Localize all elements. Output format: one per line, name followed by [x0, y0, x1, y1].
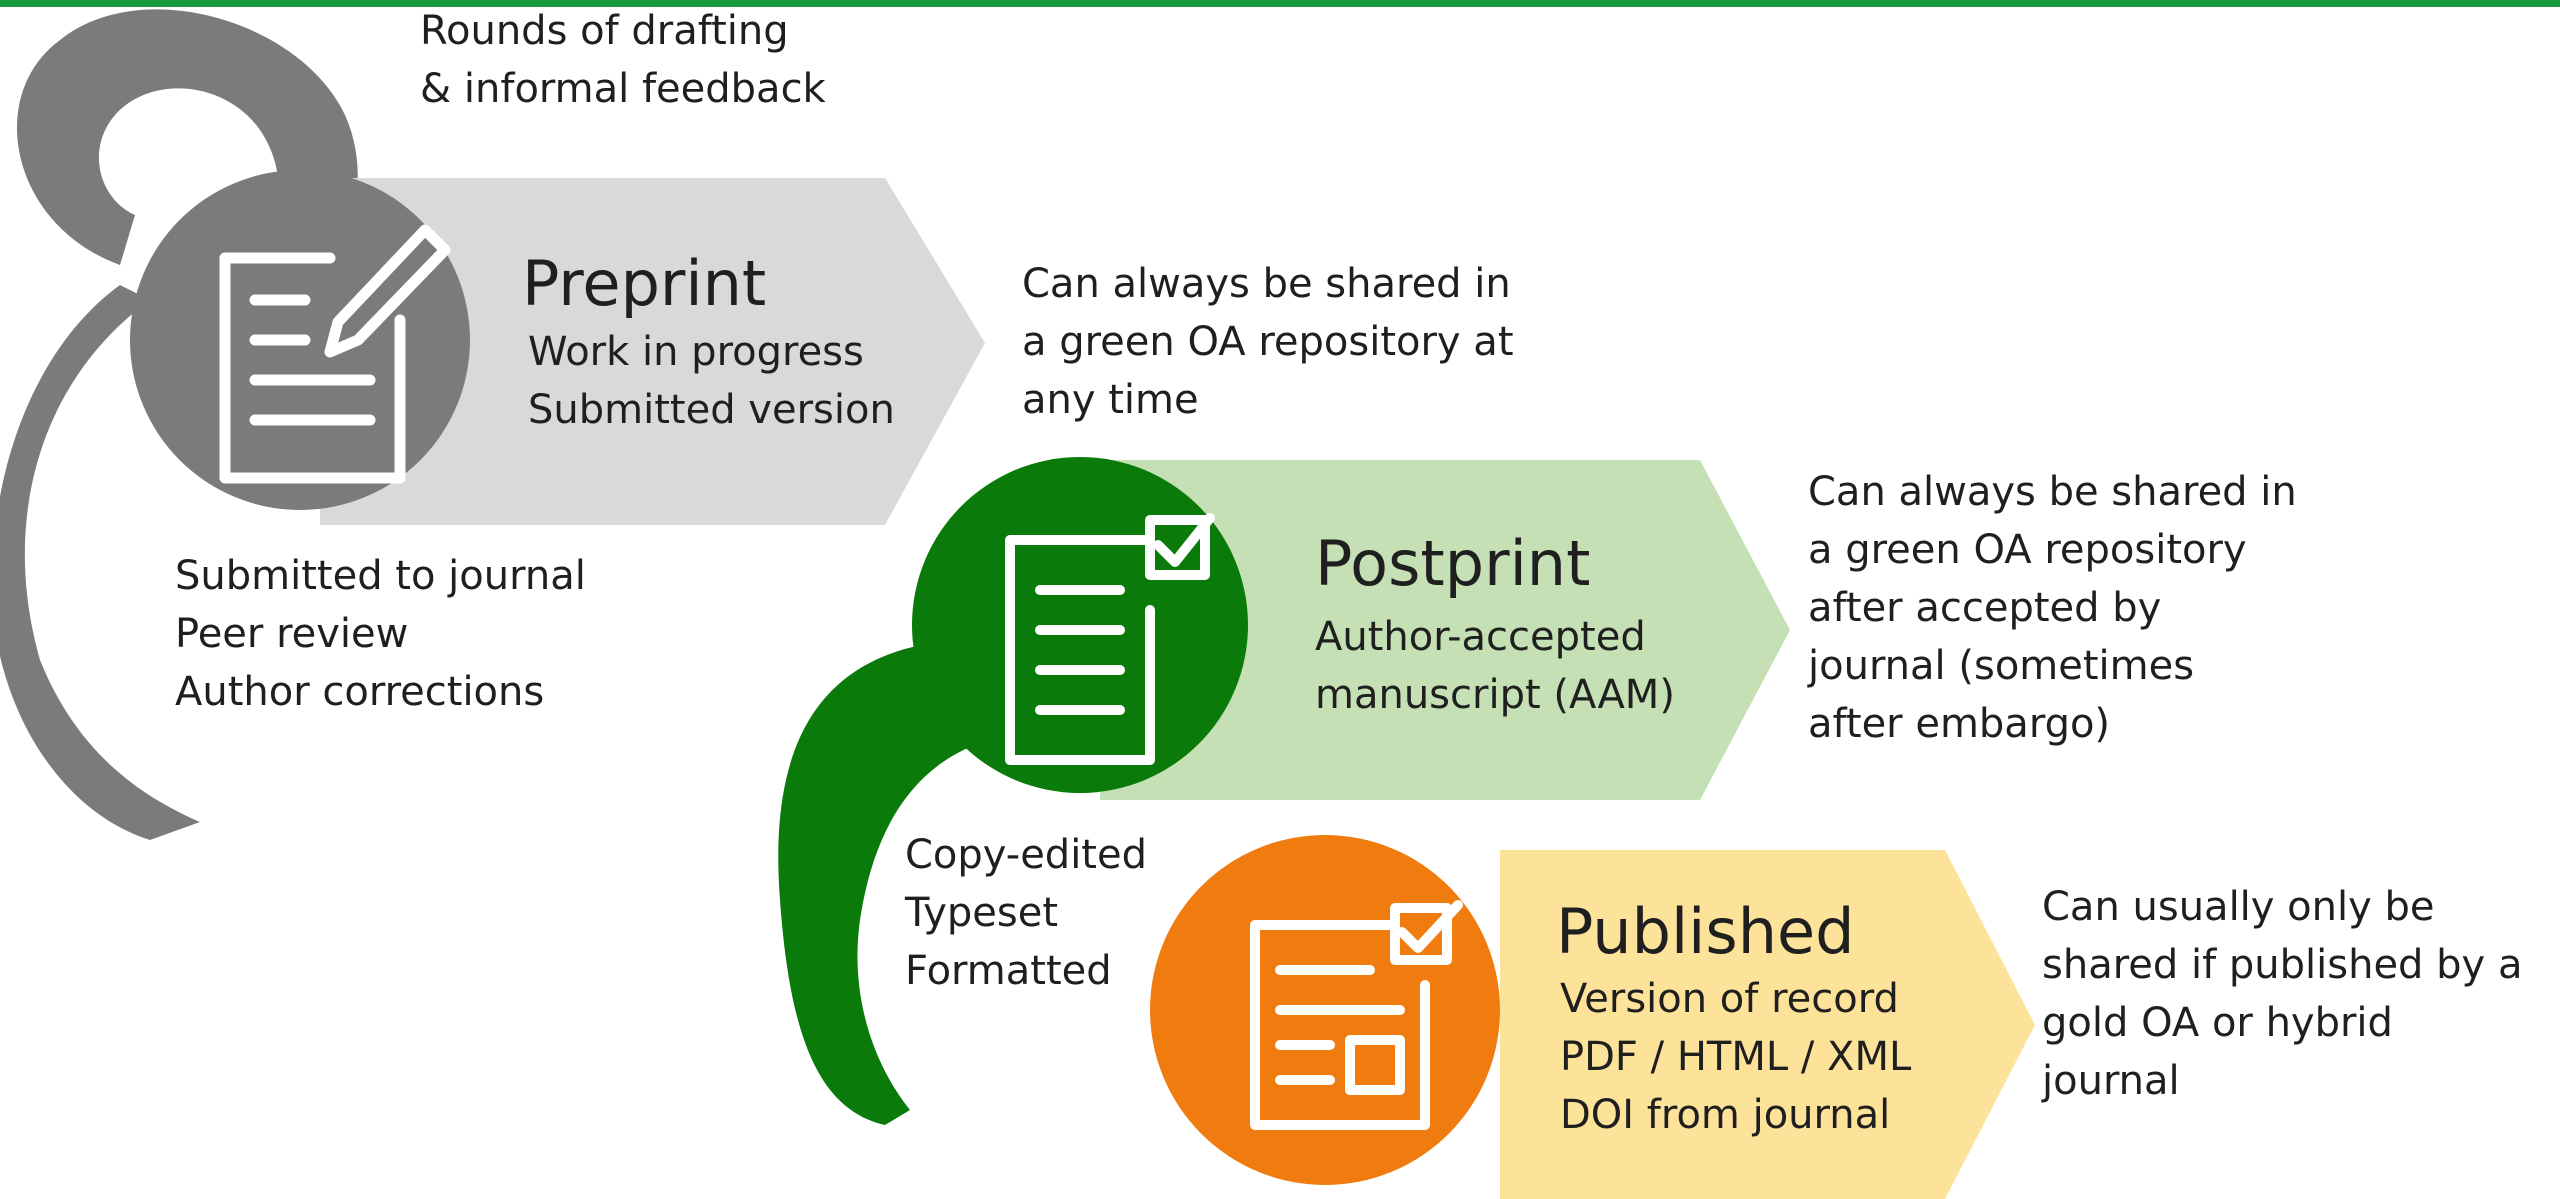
published-sharing-line: gold OA or hybrid [2042, 1000, 2393, 1046]
postprint-title: Postprint [1315, 527, 1591, 600]
published-arrow [1500, 850, 2035, 1199]
transition-submission: Submitted to journal Peer review Author … [175, 547, 586, 721]
postprint-sharing-line: a green OA repository [1808, 527, 2247, 573]
document-pencil-icon [219, 224, 451, 484]
postprint-sharing-line: after accepted by [1808, 585, 2162, 631]
preprint-title: Preprint [522, 247, 767, 320]
preprint-arrow [320, 178, 985, 525]
transition-line: Peer review [175, 611, 409, 657]
postprint-arrow [1100, 460, 1790, 800]
preprint-to-postprint-hook [0, 285, 200, 840]
preprint-sharing-line: any time [1022, 377, 1199, 423]
document-layout-checkmark-icon [1250, 900, 1463, 1130]
transition-line: Formatted [905, 948, 1112, 994]
published-detail-line: PDF / HTML / XML [1560, 1034, 1912, 1080]
postprint-sharing-note: Can always be shared in a green OA repos… [1808, 463, 2297, 753]
transition-production: Copy-edited Typeset Formatted [905, 826, 1147, 1000]
published-sharing-note: Can usually only be shared if published … [2042, 878, 2522, 1110]
transition-line: Submitted to journal [175, 553, 586, 599]
top-note-line: & informal feedback [420, 66, 826, 112]
postprint-sharing-line: after embargo) [1808, 701, 2111, 747]
published-details: Version of record PDF / HTML / XML DOI f… [1560, 970, 1911, 1144]
transition-line: Author corrections [175, 669, 545, 715]
postprint-detail-line: manuscript (AAM) [1315, 672, 1675, 718]
preprint-detail-line: Submitted version [528, 387, 895, 433]
preprint-sharing-line: Can always be shared in [1022, 261, 1511, 307]
top-note: Rounds of drafting & informal feedback [420, 2, 826, 118]
preprint-sharing-line: a green OA repository at [1022, 319, 1514, 365]
transition-line: Typeset [905, 890, 1059, 936]
published-detail-line: DOI from journal [1560, 1092, 1891, 1138]
preprint-detail-line: Work in progress [528, 329, 864, 375]
preprint-details: Work in progress Submitted version [528, 323, 895, 439]
postprint-details: Author-accepted manuscript (AAM) [1315, 608, 1675, 724]
postprint-sharing-line: journal (sometimes [1808, 643, 2195, 689]
published-sharing-line: Can usually only be [2042, 884, 2435, 930]
postprint-sharing-line: Can always be shared in [1808, 469, 2297, 515]
published-sharing-line: journal [2042, 1058, 2180, 1104]
top-note-line: Rounds of drafting [420, 8, 789, 54]
document-checkmark-icon [1005, 513, 1215, 765]
postprint-to-published-hook [778, 640, 990, 1125]
published-detail-line: Version of record [1560, 976, 1899, 1022]
published-title: Published [1556, 895, 1855, 968]
published-sharing-line: shared if published by a [2042, 942, 2523, 988]
preprint-sharing-note: Can always be shared in a green OA repos… [1022, 255, 1514, 429]
transition-line: Copy-edited [905, 832, 1147, 878]
postprint-detail-line: Author-accepted [1315, 614, 1646, 660]
top-border [0, 0, 2560, 7]
drafting-loop-arrow [16, 9, 358, 266]
